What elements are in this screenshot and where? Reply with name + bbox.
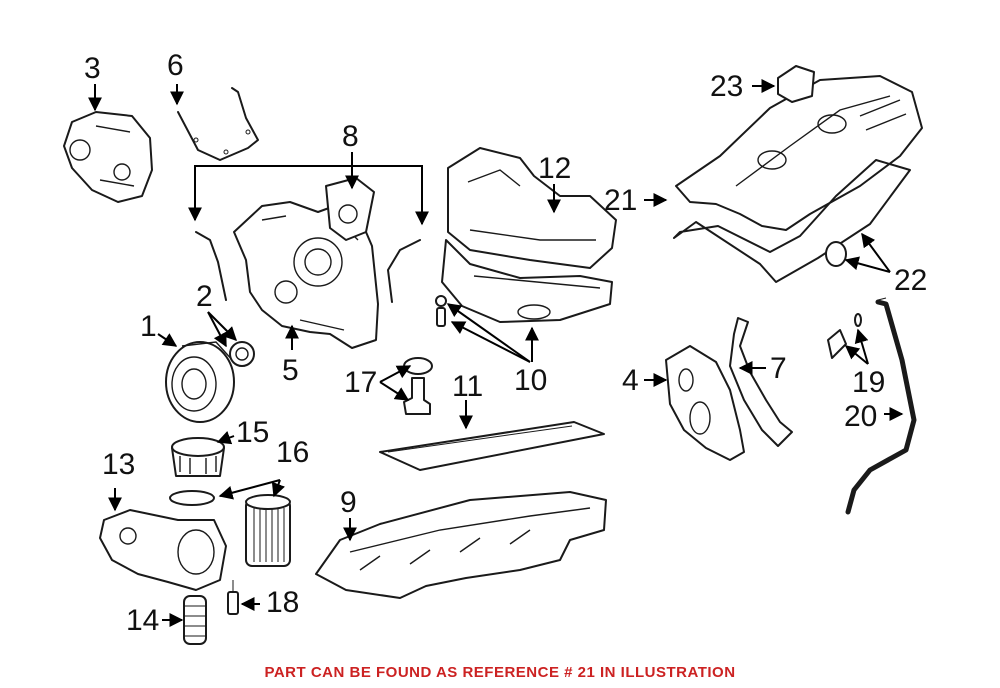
callout-8: 8 xyxy=(342,120,359,153)
part-8-side-gaskets xyxy=(195,231,421,303)
callout-15: 15 xyxy=(236,416,269,449)
callout-12: 12 xyxy=(538,152,571,185)
callout-9: 9 xyxy=(340,486,357,519)
leader-lines xyxy=(88,79,904,627)
callout-numbers: 3 6 8 2 1 5 15 16 13 14 18 17 12 11 10 9… xyxy=(84,49,927,637)
callout-23: 23 xyxy=(710,70,743,103)
part-11-pan-gasket xyxy=(379,421,605,471)
callout-16: 16 xyxy=(276,436,309,469)
part-4-side-cover xyxy=(665,345,745,461)
part-14-plug xyxy=(183,595,207,645)
part-21-valve-cover xyxy=(675,75,923,231)
part-9-oil-pan-lower xyxy=(315,491,607,599)
callout-20: 20 xyxy=(844,400,877,433)
part-2-seal xyxy=(229,341,255,367)
part-16-o-ring xyxy=(169,490,215,506)
callout-4: 4 xyxy=(622,364,639,397)
part-3-timing-cover xyxy=(63,111,153,203)
part-13-filter-housing xyxy=(99,509,227,591)
callout-1: 1 xyxy=(140,310,157,343)
callout-11: 11 xyxy=(452,370,483,403)
part-7-gasket xyxy=(729,317,793,447)
part-10-bolts xyxy=(435,295,447,327)
part-15-filter-cap xyxy=(171,437,225,477)
part-12-pan-gasket xyxy=(447,147,617,269)
callout-18: 18 xyxy=(266,586,299,619)
part-20-dipstick-tube xyxy=(845,297,917,515)
part-19-sensor xyxy=(827,313,862,359)
part-18-sensor xyxy=(227,580,239,615)
part-6-gasket xyxy=(177,87,259,161)
part-23-oil-cap xyxy=(777,65,815,103)
callout-17: 17 xyxy=(344,366,377,399)
callout-14: 14 xyxy=(126,604,159,637)
callout-6: 6 xyxy=(167,49,184,82)
part-10-oil-pan-upper xyxy=(441,239,613,323)
part-22-valve-cover-gasket xyxy=(673,159,911,283)
reference-caption: PART CAN BE FOUND AS REFERENCE # 21 IN I… xyxy=(264,664,736,681)
part-8-plate xyxy=(325,177,375,241)
callout-21: 21 xyxy=(604,184,637,217)
callout-5: 5 xyxy=(282,354,299,387)
callout-10: 10 xyxy=(514,364,547,397)
part-16-filter-element xyxy=(245,494,291,567)
callout-22: 22 xyxy=(894,264,927,297)
callout-3: 3 xyxy=(84,52,101,85)
callout-7: 7 xyxy=(770,352,787,385)
callout-13: 13 xyxy=(102,448,135,481)
callout-2: 2 xyxy=(196,280,213,313)
part-1-pulley xyxy=(165,341,235,423)
callout-19: 19 xyxy=(852,366,885,399)
